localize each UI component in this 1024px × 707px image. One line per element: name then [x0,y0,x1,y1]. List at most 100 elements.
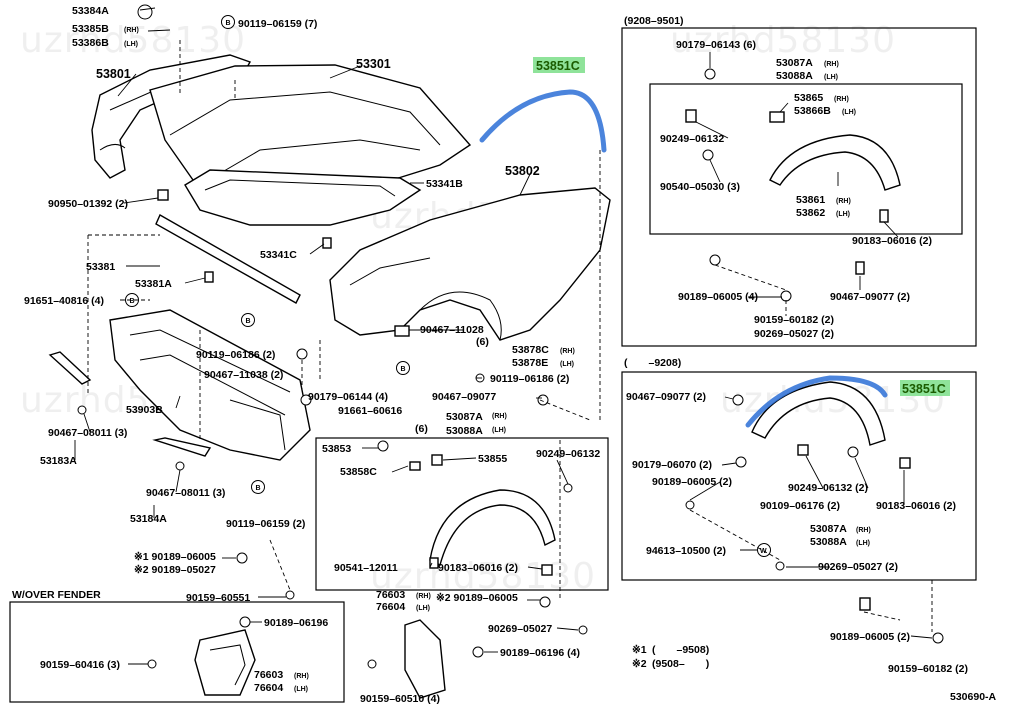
part-label[interactable]: 53385B [72,23,109,35]
highlight-label-box [900,380,950,396]
top-right-inner-frame [649,83,963,235]
part-label[interactable]: 53853 [322,443,351,455]
part-label[interactable]: 90159–60551 [186,592,250,604]
part-label[interactable]: 90189–06196 [264,617,328,629]
part-label[interactable]: 90467–08011 (3) [48,427,127,439]
part-label[interactable]: 53088A [776,70,813,82]
part-label[interactable]: 90467–09077 [432,391,496,403]
part-label[interactable]: 90159–60182 (2) [754,314,834,326]
part-label[interactable]: 90119–06186 (2) [490,373,569,385]
part-label[interactable]: 53802 [505,164,540,178]
part-label[interactable]: 94613–10500 (2) [646,545,726,557]
part-label[interactable]: 90269–05027 (2) [818,561,898,573]
part-label[interactable]: 76604 [376,601,405,613]
part-label[interactable]: 76604 [254,682,283,694]
bracket-53184A [152,437,212,457]
part-label[interactable]: 53087A [810,523,847,535]
wheel-arch-molding-mid-right [751,381,886,446]
part-label[interactable]: 90159–60182 (2) [888,663,968,675]
part-label[interactable]: 90189–06005 (2) [652,476,732,488]
part-label[interactable]: 53088A [810,536,847,548]
part-label[interactable]: 90189–06005 (4) [678,291,758,303]
part-label[interactable]: 53184A [130,513,167,525]
part-label[interactable]: 53866B [794,105,831,117]
part-label[interactable]: 90189–06005 (2) [830,631,910,643]
wheel-arch-molding-top-right [769,134,901,191]
part-label[interactable]: 90189–06196 (4) [500,647,580,659]
part-label: (RH) [294,673,309,680]
legend-range-1: ( –9508) [652,644,709,656]
hood-seal-strip [155,214,301,304]
part-label: (RH) [124,27,139,34]
part-label[interactable]: 76603 [376,589,405,601]
part-label[interactable]: 53088A [446,425,483,437]
part-label[interactable]: 53087A [776,57,813,69]
highlight-label-mid[interactable]: 53851C [902,382,946,396]
part-label[interactable]: 90119–06159 (2) [226,518,305,530]
part-label[interactable]: 91661–60616 [338,405,402,417]
part-label[interactable]: 90119–06186 (2) [196,349,275,361]
part-label[interactable]: 53903B [126,404,163,416]
part-label[interactable]: 76603 [254,669,283,681]
part-label[interactable]: 90119–06159 (7) [238,18,317,30]
part-label[interactable]: 90467–11038 (2) [204,369,283,381]
bracket-53183A [48,351,92,385]
part-label[interactable]: 90179–06143 (6) [676,39,756,51]
part-label[interactable]: 90467–11028 [420,324,484,336]
part-label[interactable]: 53862 [796,207,825,219]
highlight-label-top[interactable]: 53851C [536,59,580,73]
part-label[interactable]: 90467–09077 (2) [830,291,910,303]
part-label[interactable]: 90269–05027 [488,623,552,635]
part-label: (RH) [856,527,871,534]
part-label[interactable]: 53801 [96,67,131,81]
part-label[interactable]: 53855 [478,453,507,465]
mud-flap-outer [404,619,446,699]
part-label[interactable]: 90541–12011 [334,562,398,574]
part-label[interactable]: 90950–01392 (2) [48,198,128,210]
part-label[interactable]: 90179–06070 (2) [632,459,712,471]
part-label[interactable]: 90183–06016 (2) [876,500,956,512]
part-label: (LH) [416,605,430,612]
svg-text:B: B [256,485,261,492]
part-label[interactable]: 90179–06144 (4) [308,391,388,403]
part-label[interactable]: 53878C [512,344,549,356]
part-label: (RH) [492,413,507,420]
part-label[interactable]: 90249–06132 [660,133,724,145]
part-label: (LH) [842,109,856,116]
over-fender-frame-title: W/OVER FENDER [12,589,101,601]
part-label[interactable]: ※2 90189–05027 [134,564,216,576]
part-label[interactable]: 90159–60416 (3) [40,659,120,671]
part-label[interactable]: 90183–06016 (2) [852,235,932,247]
part-label: (6) [476,336,489,348]
part-label[interactable]: 90109–06176 (2) [760,500,840,512]
part-label[interactable]: 90183–06016 (2) [438,562,518,574]
part-label[interactable]: 53386B [72,37,109,49]
part-label[interactable]: 53087A [446,411,483,423]
outside-fastener-icons [147,552,588,669]
part-label[interactable]: 53858C [340,466,377,478]
b-marker-icons: B B B B B [125,15,410,494]
part-label[interactable]: 53183A [40,455,77,467]
part-label[interactable]: 90249–06132 (2) [788,482,868,494]
part-label[interactable]: 53878E [512,357,548,369]
part-label[interactable]: 90249–06132 [536,448,600,460]
part-label[interactable]: 90269–05027 (2) [754,328,834,340]
part-label[interactable]: 53861 [796,194,825,206]
part-label[interactable]: ※2 90189–06005 [436,592,518,604]
part-label[interactable]: 53381 [86,261,115,273]
part-label[interactable]: 53381A [135,278,172,290]
part-label[interactable]: 91651–40816 (4) [24,295,104,307]
center-bottom-frame [315,437,609,591]
part-label[interactable]: 90540–05030 (3) [660,181,740,193]
part-label[interactable]: 90159–60510 (4) [360,693,440,705]
part-label[interactable]: 53341C [260,249,297,261]
part-label[interactable]: 90467–08011 (3) [146,487,225,499]
part-label[interactable]: ※1 90189–06005 [134,551,216,563]
part-label[interactable]: 53301 [356,57,391,71]
part-label[interactable]: 53865 [794,92,823,104]
part-label: (RH) [836,198,851,205]
part-label[interactable]: 90467–09077 (2) [626,391,706,403]
part-label[interactable]: 53384A [72,5,109,17]
part-label[interactable]: 53341B [426,178,463,190]
